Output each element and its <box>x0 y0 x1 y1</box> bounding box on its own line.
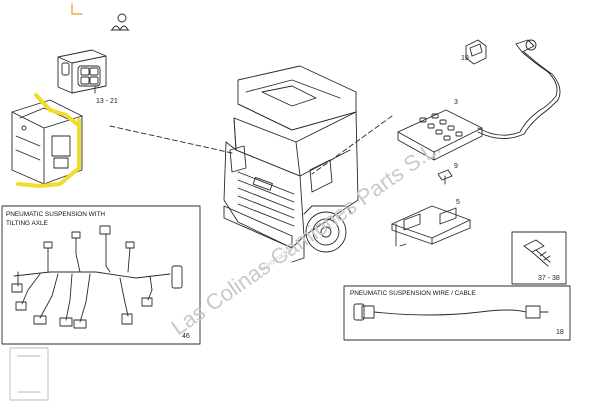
wiring-panel-left <box>1 205 201 345</box>
ecu-highlight <box>16 93 81 188</box>
corner-logo <box>9 347 49 401</box>
callout-box-left: 46 <box>182 333 190 340</box>
callout-remote: 3 <box>454 99 458 106</box>
callout-switch: 13 - 21 <box>96 98 118 105</box>
left-panel-title-line2: TILTING AXLE <box>6 220 48 227</box>
leader-line-remote <box>311 115 393 175</box>
remote-cable <box>477 39 561 139</box>
corner-mark <box>71 3 83 15</box>
right-panel-title: PNEUMATIC SUSPENSION WIRE / CABLE <box>350 290 476 297</box>
truck-cab <box>223 65 359 263</box>
screw-part <box>523 239 551 267</box>
watermark-text: Las Colinas Camiones Parts S.L. <box>167 134 446 340</box>
callout-bolt: 9 <box>454 163 458 170</box>
bracket-part <box>391 205 471 247</box>
callout-bracket: 5 <box>456 199 460 206</box>
remote-control <box>397 109 483 161</box>
wiring-harness <box>11 225 183 329</box>
leader-line-ecu <box>109 125 233 154</box>
left-panel-title-line1: PNEUMATIC SUSPENSION WITH <box>6 211 105 218</box>
bolt-part <box>437 169 453 185</box>
switch-symbol-icon <box>110 13 130 31</box>
callout-clip: 19 <box>461 55 469 62</box>
wiring-panel-right <box>343 285 571 341</box>
clip-part <box>465 39 487 65</box>
screw-box <box>511 231 567 285</box>
sensor-cable <box>353 303 549 321</box>
rocker-switch <box>57 49 107 94</box>
callout-screw: 37 - 38 <box>538 275 560 282</box>
callout-box-right: 18 <box>556 329 564 336</box>
ecu-module <box>11 99 83 185</box>
